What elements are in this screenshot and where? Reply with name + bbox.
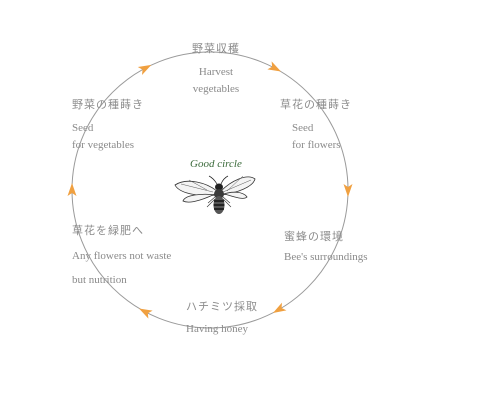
step-green-manure-en: Any flowers not waste but nutrition [72, 250, 172, 286]
cycle-arrows [67, 61, 353, 319]
logo-text: Good circle [190, 158, 242, 170]
step-harvest-en: Harvest vegetables [192, 66, 240, 95]
step-flower-seed-en: Seed for flowers [292, 122, 341, 151]
cycle-arrow-icon [67, 183, 77, 196]
cycle-arrow-icon [272, 302, 287, 313]
step-honey-ja: ハチミツ採取 [186, 300, 258, 313]
step-veg-seed-en: Seed for vegetables [72, 122, 134, 151]
step-bee-env-en: Bee's surroundings [284, 251, 368, 263]
cycle-arrow-icon [267, 61, 281, 72]
cycle-arrow-icon [137, 64, 152, 75]
step-harvest-ja: 野菜収穫 [192, 42, 240, 55]
cycle-arrow-icon [139, 308, 153, 319]
step-bee-env-ja: 蜜蜂の環境 [284, 230, 344, 243]
bee-icon [174, 175, 256, 214]
step-honey-en: Having honey [186, 323, 249, 335]
step-flower-seed-ja: 草花の種蒔き [280, 98, 352, 111]
step-green-manure-ja: 草花を緑肥へ [72, 224, 144, 237]
cycle-arrow-icon [343, 184, 353, 197]
step-veg-seed-ja: 野菜の種蒔き [72, 98, 144, 111]
